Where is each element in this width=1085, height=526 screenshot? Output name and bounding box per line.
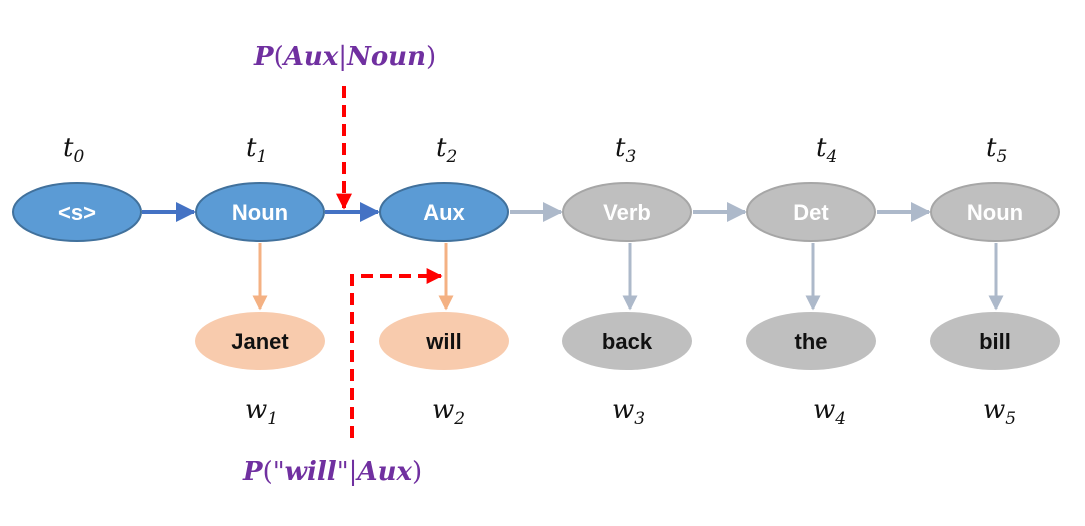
word-label-4: w4 [813, 395, 846, 429]
state-node-aux: Aux [379, 182, 509, 242]
time-label-1: t1 [246, 133, 267, 167]
state-label-noun: Noun [232, 200, 288, 225]
word-label-5: w5 [983, 395, 1016, 429]
state-label-aux: Aux [423, 200, 465, 225]
observation-node-janet: Janet [195, 312, 325, 370]
observation-label-back: back [602, 329, 653, 354]
state-label-start: <s> [58, 200, 96, 225]
time-label-4: t4 [816, 133, 837, 167]
word-labels: w1 w2 w3 w4 w5 [245, 395, 1016, 429]
time-labels: t0 t1 t2 t3 t4 t5 [63, 133, 1007, 167]
observation-label-bill: bill [979, 329, 1011, 354]
emission-probability-label: P("will"|Aux) [242, 457, 422, 487]
time-label-0: t0 [63, 133, 84, 167]
word-label-2: w2 [432, 395, 465, 429]
emission-arrows [252, 243, 1004, 311]
state-nodes: <s> Noun Aux Verb Det Noun [12, 182, 1060, 242]
state-label-noun-2: Noun [967, 200, 1023, 225]
observation-node-back: back [562, 312, 692, 370]
state-node-start: <s> [12, 182, 142, 242]
observation-nodes: Janet will back the bill [195, 312, 1060, 370]
observation-label-the: the [795, 329, 828, 354]
transition-probability-annotation: P(Aux|Noun) [253, 42, 436, 210]
word-label-1: w1 [245, 395, 278, 429]
state-node-verb: Verb [562, 182, 692, 242]
state-node-noun-2: Noun [930, 182, 1060, 242]
word-label-3: w3 [612, 395, 645, 429]
observation-node-bill: bill [930, 312, 1060, 370]
state-label-det: Det [793, 200, 829, 225]
observation-node-the: the [746, 312, 876, 370]
time-label-3: t3 [615, 133, 636, 167]
transition-probability-label: P(Aux|Noun) [253, 42, 436, 72]
time-label-5: t5 [986, 133, 1007, 167]
observation-label-janet: Janet [231, 329, 289, 354]
observation-node-will: will [379, 312, 509, 370]
state-node-det: Det [746, 182, 876, 242]
state-label-verb: Verb [603, 200, 651, 225]
observation-label-will: will [425, 329, 461, 354]
state-node-noun: Noun [195, 182, 325, 242]
emission-probability-annotation: P("will"|Aux) [242, 268, 443, 487]
time-label-2: t2 [436, 133, 457, 167]
emission-highlight-arrow [350, 268, 443, 438]
